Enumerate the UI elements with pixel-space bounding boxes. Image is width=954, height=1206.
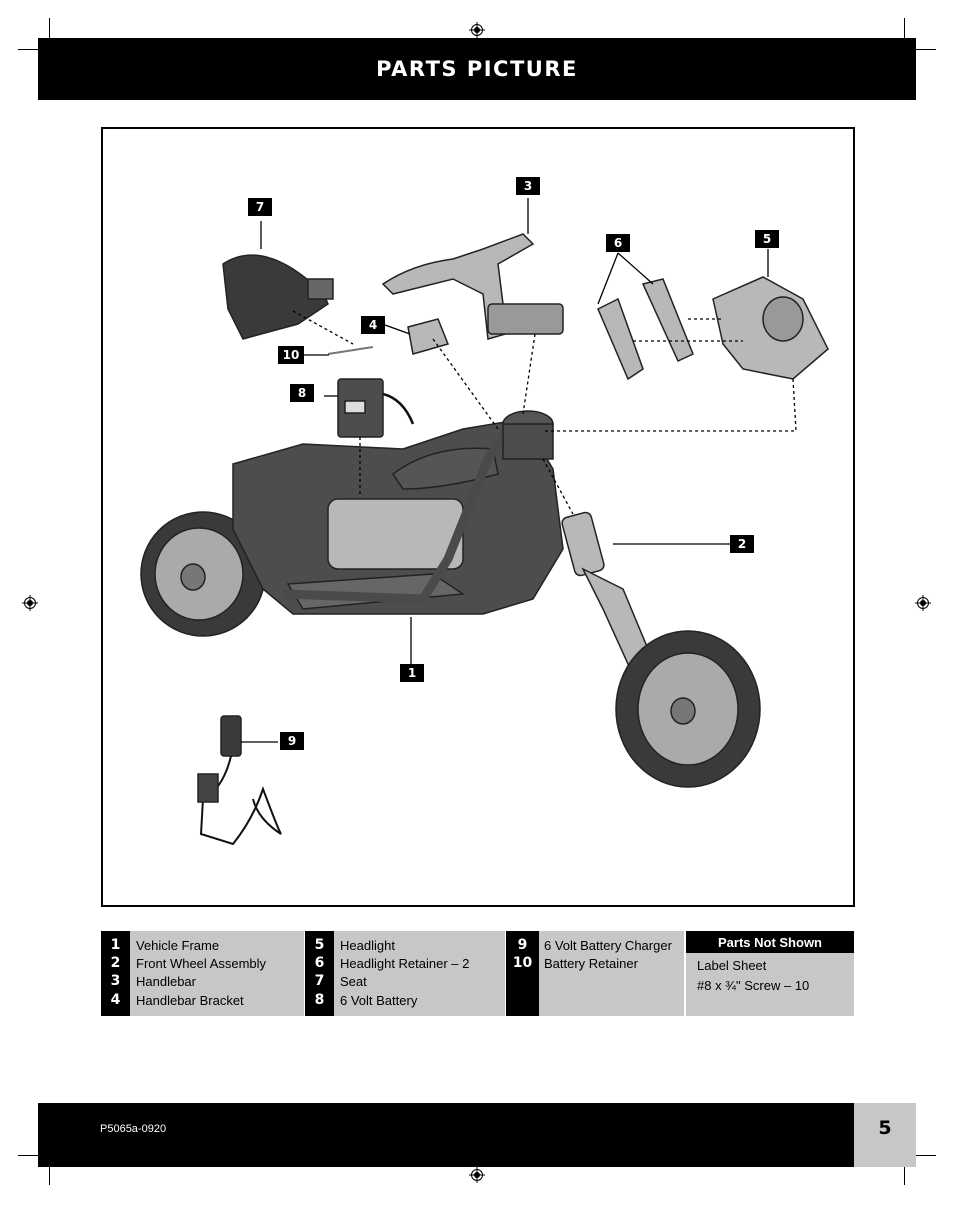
registration-mark-icon: [469, 22, 485, 38]
parts-not-shown-title: Parts Not Shown: [686, 931, 854, 953]
registration-mark-icon: [22, 595, 38, 611]
registration-mark-icon: [915, 595, 931, 611]
list-item: 7 Seat: [305, 972, 367, 990]
document-code: P5065a-0920: [100, 1123, 167, 1135]
part-number: 5: [314, 937, 325, 953]
parts-legend-column: 9 6 Volt Battery Charger 10 Battery Reta…: [506, 931, 684, 1016]
legend-number-column: [305, 931, 334, 1016]
page-number: 5: [878, 1117, 892, 1139]
callout-label: 2: [730, 535, 754, 553]
parts-figure: 1 2 3 4 5 6 7 8 9 10: [101, 127, 855, 907]
part-number: 9: [517, 937, 528, 953]
list-item: 4 Handlebar Bracket: [101, 991, 244, 1009]
list-item: Label Sheet: [697, 958, 767, 973]
callout-label: 9: [280, 732, 304, 750]
footer-bar: P5065a-0920: [38, 1103, 854, 1167]
parts-legend-column: 5 Headlight 6 Headlight Retainer – 2 7 S…: [305, 931, 505, 1016]
list-item: 2 Front Wheel Assembly: [101, 954, 266, 972]
parts-legend-column: 1 Vehicle Frame 2 Front Wheel Assembly 3…: [101, 931, 304, 1016]
list-item: 6 Headlight Retainer – 2: [305, 954, 470, 972]
crop-mark: [902, 49, 936, 50]
part-name: Vehicle Frame: [136, 937, 220, 953]
part-name: Headlight Retainer – 2: [340, 955, 470, 971]
list-item: 9 6 Volt Battery Charger: [506, 936, 672, 954]
parts-not-shown-panel: Parts Not Shown Label Sheet #8 x ¾" Scre…: [686, 931, 854, 1016]
callout-label: 1: [400, 664, 424, 682]
part-name: 6 Volt Battery: [340, 992, 418, 1008]
callout-label: 8: [290, 384, 314, 402]
crop-mark: [904, 1155, 905, 1185]
callout-label: 4: [361, 316, 385, 334]
list-item: 1 Vehicle Frame: [101, 936, 219, 954]
callout-label: 5: [755, 230, 779, 248]
list-item: 3 Handlebar: [101, 972, 196, 990]
page-number-box: 5: [854, 1103, 916, 1167]
list-item: 8 6 Volt Battery: [305, 991, 418, 1009]
part-number: 3: [110, 973, 121, 989]
crop-mark: [49, 18, 50, 52]
crop-mark: [904, 18, 905, 52]
part-name: Battery Retainer: [544, 955, 638, 971]
callout-label: 6: [606, 234, 630, 252]
list-item: #8 x ¾" Screw – 10: [697, 978, 810, 993]
part-name: Headlight: [340, 937, 395, 953]
callout-label: 7: [248, 198, 272, 216]
page-title: PARTS PICTURE: [376, 57, 578, 81]
part-number: 1: [110, 937, 121, 953]
part-number: 2: [110, 955, 121, 971]
legend-number-column: [101, 931, 130, 1016]
legend-number-column: [506, 931, 539, 1016]
part-name: Handlebar Bracket: [136, 992, 244, 1008]
list-item: 10 Battery Retainer: [506, 954, 638, 972]
crop-mark: [902, 1155, 936, 1156]
list-item: 5 Headlight: [305, 936, 395, 954]
part-name: Front Wheel Assembly: [136, 955, 267, 971]
registration-mark-icon: [469, 1167, 485, 1183]
part-number: 4: [110, 992, 121, 1008]
part-name: Seat: [340, 973, 367, 989]
callout-label: 3: [516, 177, 540, 195]
part-number: 6: [314, 955, 325, 971]
part-number: 10: [512, 955, 533, 971]
part-number: 8: [314, 992, 325, 1008]
header-bar: PARTS PICTURE: [38, 38, 916, 100]
part-name: Handlebar: [136, 973, 196, 989]
crop-mark: [49, 1155, 50, 1185]
crop-mark: [18, 1155, 52, 1156]
crop-mark: [18, 49, 52, 50]
part-number: 7: [314, 973, 325, 989]
tricycle-exploded-illustration: [140, 198, 829, 846]
part-name: 6 Volt Battery Charger: [544, 937, 672, 953]
callout-label: 10: [278, 346, 304, 364]
